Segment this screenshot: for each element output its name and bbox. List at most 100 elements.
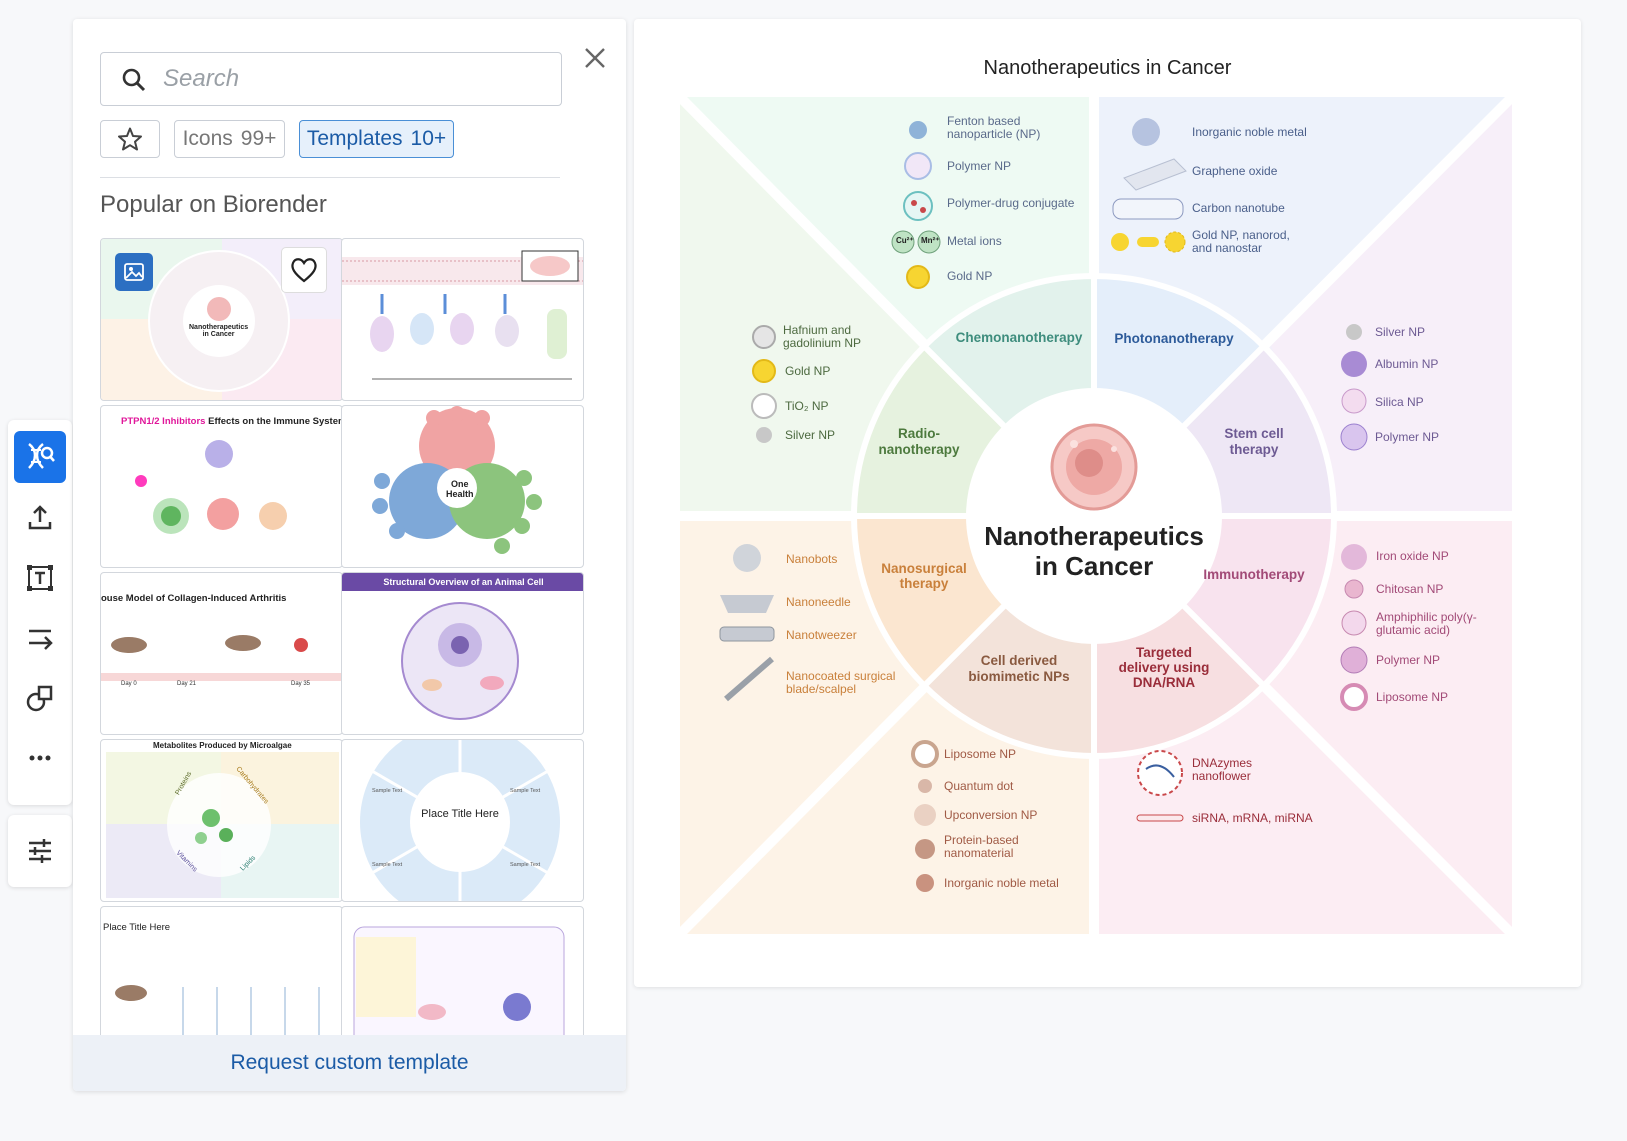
biomimetic-icons [911,740,939,892]
more-button[interactable] [14,732,66,784]
card-title: Place Title Here [421,808,499,820]
item-label: Albumin NP [1375,357,1439,371]
sliders-icon [29,839,51,863]
item-label: Polymer NP [947,159,1012,173]
templates-chip-label: Templates [306,127,403,150]
segment-radio: Radio-nanotherapy [878,426,960,457]
template-card[interactable]: Place Title Here Sample Text Sample Text… [341,739,584,902]
card-thumbnail [101,635,342,681]
favorite-button[interactable] [281,247,327,293]
mn-ion-icon [917,230,941,254]
request-template-button[interactable]: Request custom template [73,1035,626,1091]
item-label: Liposome NP [1376,690,1449,704]
figure-diagram [676,93,1516,938]
gold-nanostar-icon [1164,231,1186,253]
template-card[interactable]: PTPN1/2 Inhibitors Effects on the Immune… [100,405,343,568]
template-card[interactable]: ouse Model of Collagen-Induced Arthritis… [100,572,343,735]
arrow-button[interactable] [14,612,66,664]
template-card[interactable] [341,238,584,401]
image-icon [124,263,144,281]
card-title: PTPN1/2 Inhibitors Effects on the Immune… [121,416,343,427]
more-icon [29,755,51,761]
favorites-chip[interactable] [100,120,160,158]
shapes-icon [26,685,53,712]
template-card[interactable]: Structural Overview of an Animal Cell [341,572,584,735]
cu-ion-icon [891,230,915,254]
item-label: Inorganic noble metal [1192,125,1307,139]
shapes-button[interactable] [14,672,66,724]
sector-bg [680,97,1089,340]
card-thumbnail [401,602,519,720]
dna-icons [1136,750,1184,822]
star-icon [118,127,142,151]
tumor-cell-icon [1050,423,1138,511]
figure-canvas: Nanotherapeutics in Cancer [634,19,1581,987]
item-label: Chitosan NP [1376,582,1444,596]
gold-np-icon [1111,233,1129,251]
settings-toolbar [8,815,72,887]
photo-icons [1111,118,1187,253]
segment-photo: Photonanotherapy [1114,331,1234,346]
card-thumbnail [115,985,320,1037]
card-title: Place Title Here [103,922,171,933]
sample-text: Sample Text [372,788,403,794]
item-label: Polymer NP [1375,430,1440,444]
settings-button[interactable] [14,825,66,877]
item-label: Quantum dot [944,779,1014,793]
template-card[interactable] [341,906,584,1038]
item-label: siRNA, mRNA, miRNA [1192,811,1313,825]
item-label: Metal ions [947,234,1002,248]
item-label: Iron oxide NP [1376,549,1449,563]
sample-text: Sample Text [372,862,403,868]
templates-chip-count: 10+ [410,127,447,150]
close-icon[interactable] [578,41,612,75]
item-label: Nanobots [786,552,838,566]
dna-search-button[interactable] [14,431,66,483]
mn-badge: Mn²⁺ [921,236,940,245]
timeline-label: Day 0 [121,681,137,687]
segment-chemo: Chemonanotherapy [955,330,1083,345]
upload-icon [28,505,52,530]
card-thumbnail [342,250,583,380]
card-title: ouse Model of Collagen-Induced Arthritis [101,593,287,604]
template-card[interactable]: Place Title Here [100,906,343,1038]
icons-chip[interactable]: Icons 99+ [174,120,285,158]
chemo-icons [891,121,941,289]
item-label: Gold NP [785,364,831,378]
noble-metal-icon [1132,118,1160,146]
timeline-label: Day 21 [177,681,197,687]
upload-button[interactable] [14,492,66,544]
item-label: Nanotweezer [786,628,857,642]
search-box [100,52,562,106]
item-label: Inorganic noble metal [944,876,1059,890]
card-thumbnail [101,239,342,400]
text-box-button[interactable] [14,552,66,604]
polymer-np-icon [904,152,932,180]
template-panel: Icons 99+ Templates 10+ Popular on Biore… [73,19,626,1091]
sector-bg [680,97,926,511]
item-label: Liposome NP [944,747,1017,761]
fenton-np-icon [909,121,927,139]
card-thumbnail [360,740,560,901]
dna-search-icon [28,443,55,469]
item-label: TiO₂ NP [785,399,829,413]
surgical-icons [719,544,775,702]
search-input[interactable] [161,63,545,95]
section-title: Popular on Biorender [100,191,327,218]
card-thumbnail [372,406,542,554]
gold-nanorod-icon [1137,237,1159,247]
heart-icon [291,258,317,283]
sample-text: Sample Text [510,862,541,868]
item-label: Silica NP [1375,395,1424,409]
templates-chip[interactable]: Templates 10+ [299,120,454,158]
template-card[interactable]: Metabolites Produced by Microalgae Prote… [100,739,343,902]
